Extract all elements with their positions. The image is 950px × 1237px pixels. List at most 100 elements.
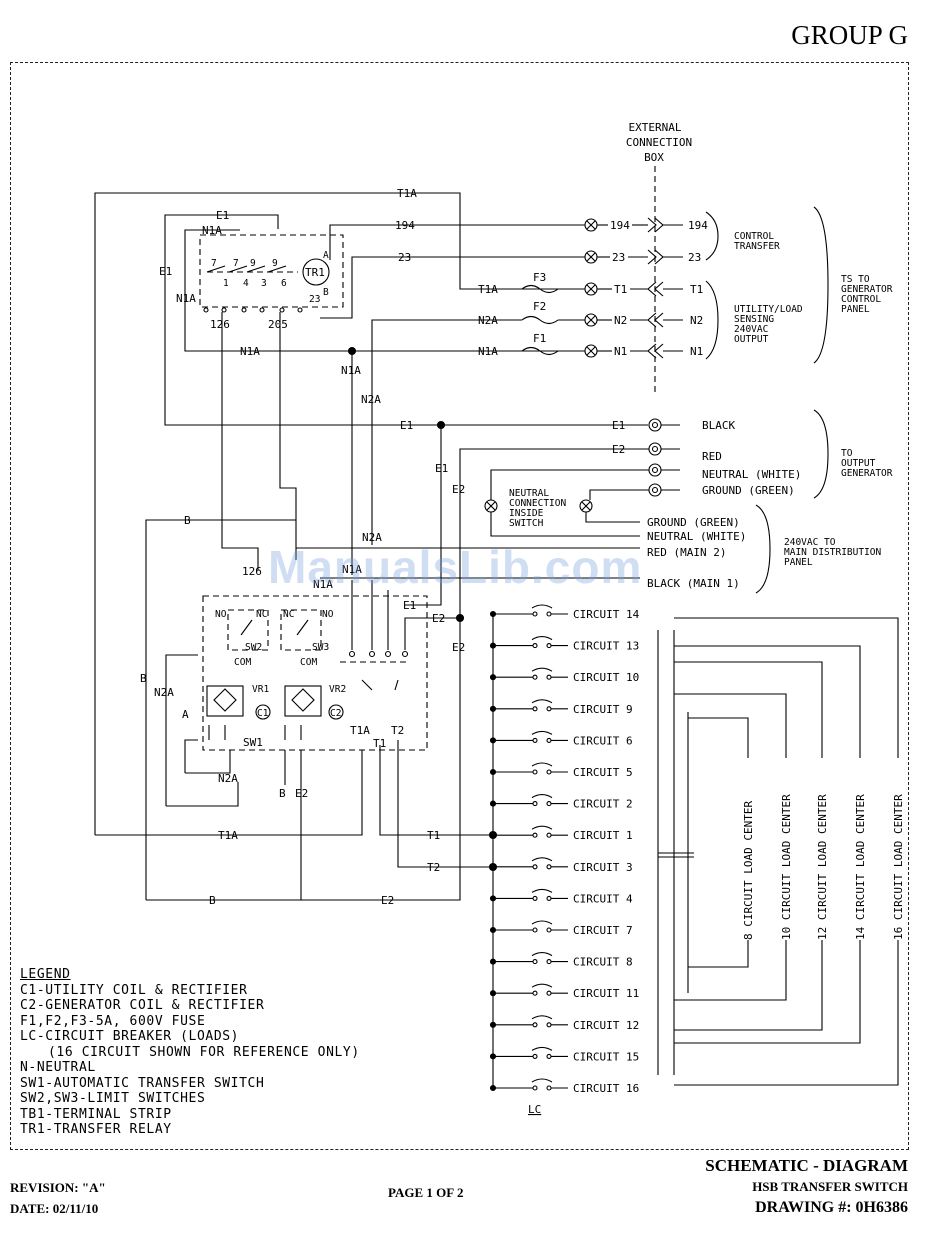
watermark: ManualsLib.com [268, 541, 643, 593]
contact-7a: 7 [211, 258, 217, 269]
legend-item: LC-CIRCUIT BREAKER (LOADS) [20, 1029, 240, 1044]
circuit-breaker-row: CIRCUIT 10 [489, 667, 639, 684]
circuit-label: CIRCUIT 16 [573, 1082, 639, 1095]
wire-label-205: 205 [268, 318, 288, 331]
svg-text:C1: C1 [257, 708, 269, 719]
circuit-breaker-row: CIRCUIT 3 [489, 857, 633, 874]
wire-t2 [397, 740, 491, 868]
contact-9b: 9 [272, 258, 278, 269]
legend-item: F1,F2,F3-5A, 600V FUSE [20, 1013, 206, 1029]
relay-label: TR1 [305, 266, 325, 279]
sw2-label: SW2 [245, 642, 262, 653]
svg-text:PANEL: PANEL [784, 557, 813, 568]
gen-terminal-black: BLACK [648, 418, 735, 432]
wire-label-n1a-mid: N1A [240, 345, 260, 358]
terminal-row-23: 23 23 [584, 249, 701, 265]
svg-text:F1: F1 [533, 332, 546, 345]
gen-terminal-ground: GROUND (GREEN) [579, 483, 795, 513]
legend-item: N-NEUTRAL [20, 1060, 96, 1075]
contact-4: 4 [243, 278, 249, 289]
wire-label-e1-sw: E1 [403, 599, 416, 612]
wire-label-t1a-top: T1A [397, 187, 417, 200]
svg-text:SENSING: SENSING [734, 314, 774, 325]
wire-label-a-left: A [182, 708, 189, 721]
load-center-14: 14 CIRCUIT LOAD CENTER [854, 794, 867, 940]
svg-text:TRANSFER: TRANSFER [734, 241, 780, 252]
gen-terminal-neutral: NEUTRAL (WHITE) [484, 463, 801, 513]
brace-ts-panel [813, 206, 829, 364]
wire-label-t1-sw: T1 [373, 737, 386, 750]
lc-label: LC [528, 1103, 541, 1116]
circuit-label: CIRCUIT 8 [573, 956, 633, 969]
wire-label-t1a-sw: T1A [350, 724, 370, 737]
svg-text:NEUTRAL: NEUTRAL [509, 488, 549, 499]
wire-label-194: 194 [395, 219, 415, 232]
wire-label-e2-mid: E2 [452, 641, 465, 654]
load-center-16: 16 CIRCUIT LOAD CENTER [892, 794, 905, 940]
wire-label-n1a-sw2: N1A [313, 578, 333, 591]
svg-text:OUTPUT: OUTPUT [734, 334, 769, 345]
wire-e1-top [164, 214, 648, 426]
contact-9a: 9 [250, 258, 256, 269]
terminal-row-n1: F1 N1 N1 [521, 332, 703, 359]
svg-text:OUTPUT: OUTPUT [841, 458, 876, 469]
svg-text:CONTROL: CONTROL [734, 231, 774, 242]
terminal-row-n2: N2A F2 N2 N2 [371, 300, 703, 545]
wire-126 [221, 312, 259, 570]
circuit-breaker-row: CIRCUIT 5 [489, 762, 633, 779]
svg-text:INSIDE: INSIDE [509, 508, 544, 519]
relay-a: A [323, 250, 329, 261]
wire-label-b-low: B [279, 787, 286, 800]
wire-label-e1-term: E1 [612, 419, 625, 432]
terminal-row-t1: F3 T1 T1 [502, 271, 703, 297]
date: DATE: 02/11/10 [10, 1201, 99, 1216]
svg-text:TO: TO [841, 448, 853, 459]
rectifier-2 [284, 685, 322, 717]
wire-label-t1a-f3: T1A [478, 283, 498, 296]
coil-c1 [255, 704, 271, 720]
wire-label-n1a-down: N1A [341, 364, 361, 377]
wire-label-126: 126 [210, 318, 230, 331]
terminal-row-194: 194 194 [584, 217, 708, 233]
wire-label-e2-bottom: E2 [381, 894, 394, 907]
contact-1: 1 [223, 278, 229, 289]
svg-text:N2: N2 [690, 314, 703, 327]
sw2-box [227, 609, 269, 651]
svg-text:23: 23 [688, 251, 701, 264]
svg-text:240VAC: 240VAC [734, 324, 768, 335]
circuit-breaker-row: CIRCUIT 13 [489, 636, 639, 653]
circuit-label: CIRCUIT 3 [573, 861, 633, 874]
panel-terminal-neutral: NEUTRAL (WHITE) [647, 530, 746, 543]
wire-label-e2-low: E2 [295, 787, 308, 800]
contact-7b: 7 [233, 258, 239, 269]
wire-e1-down [405, 425, 442, 606]
load-center-10: 10 CIRCUIT LOAD CENTER [780, 794, 793, 940]
svg-text:N1: N1 [690, 345, 703, 358]
wire-label-n2a-low: N2A [218, 772, 238, 785]
wire-label-e1-left: E1 [159, 265, 172, 278]
circuit-breaker-row: CIRCUIT 14 [489, 604, 640, 621]
circuit-breaker-row: CIRCUIT 16 [489, 1078, 639, 1095]
circuit-breaker-row: CIRCUIT 2 [489, 794, 633, 811]
circuit-breaker-row: CIRCUIT 12 [489, 1015, 639, 1032]
wire-n1a-left [184, 229, 585, 352]
circuit-breaker-row: CIRCUIT 8 [489, 952, 633, 969]
legend-item: C2-GENERATOR COIL & RECTIFIER [20, 998, 265, 1013]
svg-text:23: 23 [612, 251, 625, 264]
wire-194 [329, 224, 585, 260]
svg-text:C2: C2 [330, 708, 341, 719]
brace-main-panel [755, 504, 771, 594]
wire-n2a-left [165, 654, 198, 806]
wire-b-bottom [146, 892, 461, 901]
wire-label-t1a-bottom: T1A [218, 829, 238, 842]
svg-text:F3: F3 [533, 271, 546, 284]
circuit-label: CIRCUIT 2 [573, 798, 633, 811]
relay-box [199, 234, 344, 308]
svg-text:T1: T1 [690, 283, 703, 296]
sw3-com: COM [300, 657, 317, 668]
drawing-title: SCHEMATIC - DIAGRAM [705, 1156, 908, 1175]
load-center-12: 12 CIRCUIT LOAD CENTER [816, 794, 829, 940]
wire-t1a-top [94, 192, 585, 835]
sw3-no: NO [322, 609, 334, 620]
